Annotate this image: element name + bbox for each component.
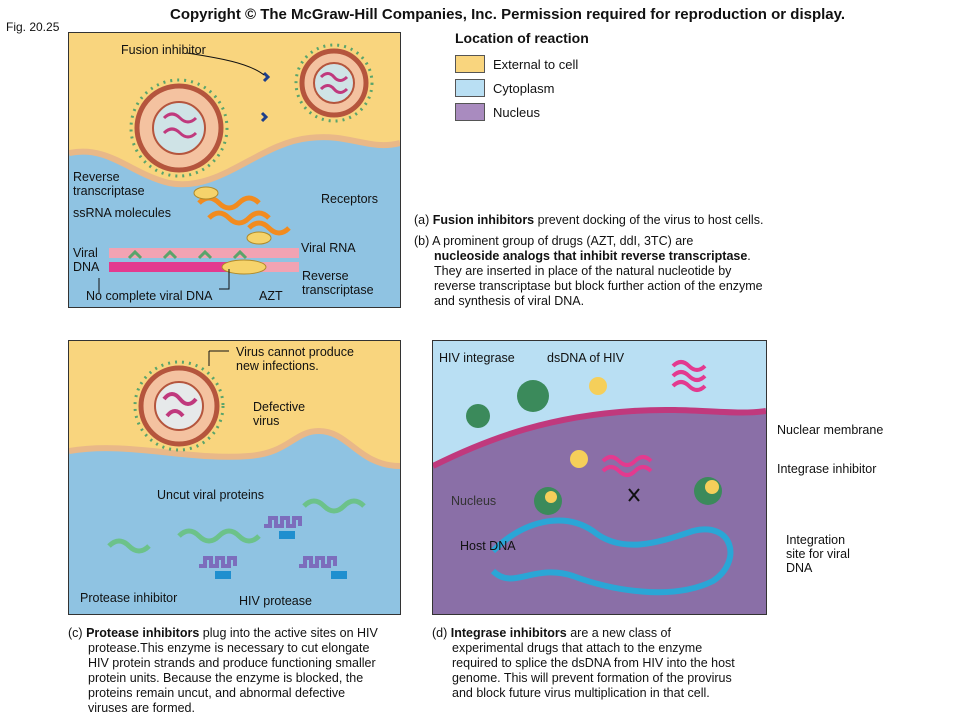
panel-d-illustration [433, 341, 766, 614]
label-virus-cannot-produce-1: Virus cannot produce [236, 345, 354, 359]
panel-a-fusion: Fusion inhibitor Reverse transcriptase s… [68, 32, 401, 308]
caption-b-bold: nucleoside analogs that inhibit reverse … [434, 249, 748, 263]
caption-d-line5: and block future virus multiplication in… [452, 686, 710, 700]
label-defective-1: Defective [253, 400, 306, 414]
caption-d-line1: are a new class of [566, 626, 671, 640]
label-dsdna-of-hiv: dsDNA of HIV [547, 351, 625, 365]
caption-a-text: prevent docking of the virus to host cel… [534, 213, 764, 227]
label-reverse-transcriptase-2a: Reverse [302, 269, 349, 283]
label-integration-2: site for viral [786, 547, 850, 561]
copyright-notice: Copyright © The McGraw-Hill Companies, I… [170, 6, 846, 23]
label-reverse-transcriptase-1b: transcriptase [73, 184, 145, 198]
label-defective-2: virus [253, 414, 280, 428]
caption-d-line4: genome. This will prevent formation of t… [452, 671, 732, 685]
panel-a-illustration [69, 33, 400, 307]
label-nucleus: Nucleus [451, 494, 497, 508]
label-fusion-inhibitor: Fusion inhibitor [121, 43, 206, 57]
label-integrase-inhibitor: Integrase inhibitor [777, 462, 877, 476]
label-receptors: Receptors [321, 192, 378, 206]
caption-c-prefix: (c) [68, 626, 87, 640]
label-protease-inhibitor: Protease inhibitor [80, 591, 178, 605]
caption-d-prefix: (d) [432, 626, 451, 640]
caption-d-bold: Integrase inhibitors [450, 626, 567, 640]
caption-c-line1: plug into the active sites on HIV [199, 626, 378, 640]
label-integration-1: Integration [786, 533, 846, 547]
legend: Location of reaction External to cell Cy… [455, 30, 589, 124]
label-viral-dna-2: DNA [73, 260, 100, 274]
caption-c-line3: HIV protein strands and produce function… [88, 656, 376, 670]
label-viral-dna-1: Viral [73, 246, 98, 260]
panel-c-protease: Virus cannot produce new infections. Def… [68, 340, 401, 615]
caption-b: (b) A prominent group of drugs (AZT, ddI… [414, 234, 834, 309]
virus-docking [129, 78, 229, 178]
caption-c-line5: proteins remain uncut, and abnormal defe… [88, 686, 346, 700]
legend-item-external: External to cell [455, 52, 589, 76]
label-uncut-viral-proteins: Uncut viral proteins [157, 488, 264, 502]
legend-label-nucleus: Nucleus [493, 104, 540, 120]
legend-item-cytoplasm: Cytoplasm [455, 76, 589, 100]
caption-c-line4: protein units. Because the enzyme is blo… [88, 671, 364, 685]
label-hiv-protease: HIV protease [239, 594, 312, 608]
caption-c-bold: Protease inhibitors [86, 626, 200, 640]
legend-label-external: External to cell [493, 56, 579, 72]
caption-d-line3: required to splice the dsDNA from HIV in… [452, 656, 735, 670]
label-host-dna: Host DNA [460, 539, 516, 553]
caption-b-line4: reverse transcriptase but block further … [434, 279, 763, 293]
caption-a-prefix: (a) [414, 213, 433, 227]
panel-d-integrase: HIV integrase dsDNA of HIV Nucleus Host … [432, 340, 767, 615]
defective-virus [133, 360, 225, 452]
caption-b-prefix: (b) [414, 234, 433, 248]
label-ssrna-molecules: ssRNA molecules [73, 206, 171, 220]
label-hiv-integrase: HIV integrase [439, 351, 515, 365]
legend-swatch-cytoplasm [455, 79, 485, 97]
caption-b-period: . [747, 249, 751, 263]
virus-free [294, 43, 374, 123]
legend-swatch-external [455, 55, 485, 73]
caption-c-line2: protease.This enzyme is necessary to cut… [88, 641, 370, 655]
label-viral-rna: Viral RNA [301, 241, 356, 255]
label-virus-cannot-produce-2: new infections. [236, 359, 319, 373]
legend-item-nucleus: Nucleus [455, 100, 589, 124]
label-no-complete-viral-dna: No complete viral DNA [86, 289, 213, 303]
label-reverse-transcriptase-1a: Reverse [73, 170, 120, 184]
caption-b-line5: and synthesis of viral DNA. [434, 294, 585, 308]
figure-number: Fig. 20.25 [6, 20, 60, 34]
label-azt: AZT [259, 289, 283, 303]
label-integration-3: DNA [786, 561, 813, 575]
panel-c-illustration [69, 341, 400, 614]
caption-c-line6: viruses are formed. [88, 701, 195, 715]
legend-label-cytoplasm: Cytoplasm [493, 80, 555, 96]
legend-swatch-nucleus [455, 103, 485, 121]
label-nuclear-membrane: Nuclear membrane [777, 423, 884, 437]
caption-a: (a) Fusion inhibitors prevent docking of… [414, 213, 834, 228]
caption-b-line1: A prominent group of drugs (AZT, ddI, 3T… [432, 234, 694, 248]
label-reverse-transcriptase-2b: transcriptase [302, 283, 374, 297]
caption-d-line2: experimental drugs that attach to the en… [452, 641, 703, 655]
caption-a-bold: Fusion inhibitors [432, 213, 535, 227]
caption-d: (d) Integrase inhibitors are a new class… [432, 626, 792, 701]
caption-b-line3: They are inserted in place of the natura… [434, 264, 732, 278]
legend-title: Location of reaction [455, 30, 589, 46]
caption-c: (c) Protease inhibitors plug into the ac… [68, 626, 428, 716]
